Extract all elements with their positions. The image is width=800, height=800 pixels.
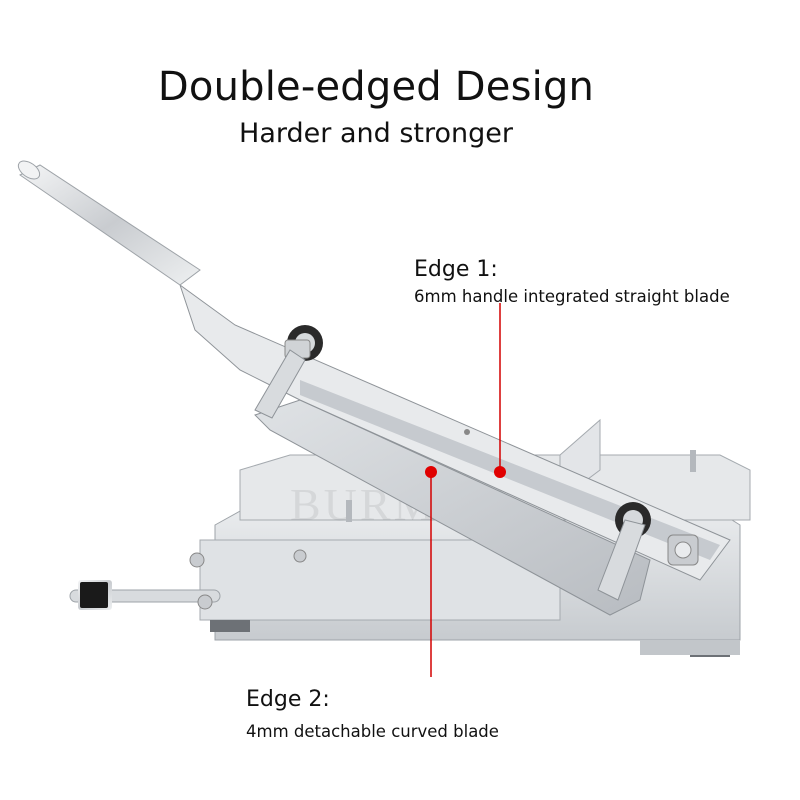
handle-grip [80, 582, 108, 608]
edge2-description: 4mm detachable curved blade [246, 722, 499, 741]
edge1-label: Edge 1: [414, 257, 498, 282]
pivot-knob-lower [597, 502, 699, 601]
base-screw [189, 552, 205, 568]
callout-edge2 [425, 466, 437, 677]
handle-rod [17, 160, 201, 286]
base-screw [293, 549, 307, 563]
post-screw [690, 450, 696, 472]
page-title: Double-edged Design [157, 64, 595, 110]
post-screw [346, 500, 352, 522]
edge2-label: Edge 2: [246, 687, 330, 712]
straight-blade-arm [179, 283, 731, 581]
callout-edge1 [494, 303, 506, 478]
page-subtitle: Harder and stronger [239, 118, 513, 149]
edge1-description: 6mm handle integrated straight blade [414, 287, 730, 306]
pivot-knob-upper [254, 325, 323, 419]
base-screw [197, 594, 213, 610]
blade-rivet [464, 429, 470, 435]
bottom-lever [69, 580, 221, 610]
